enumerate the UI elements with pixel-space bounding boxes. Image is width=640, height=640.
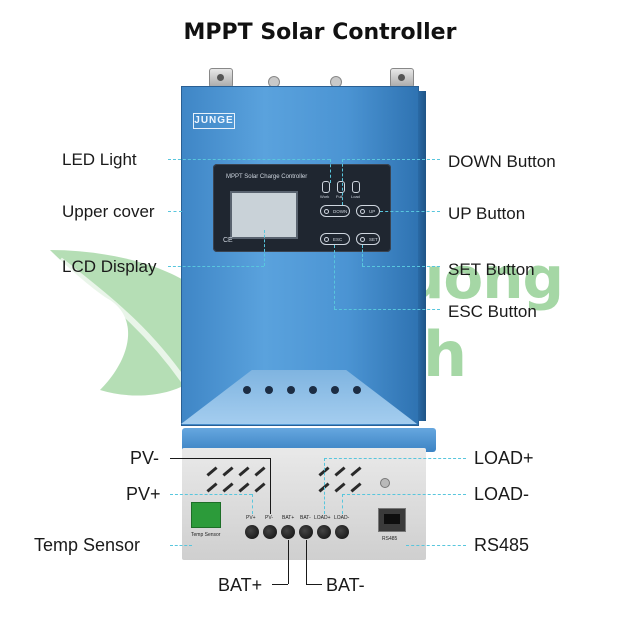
upper-cover xyxy=(181,86,426,426)
led-label: Full xyxy=(336,194,343,199)
panel-title: MPPT Solar Charge Controller xyxy=(226,174,308,180)
terminal-load-neg xyxy=(335,525,349,539)
callout-pv-pos: PV+ xyxy=(126,484,161,504)
terminal-label: BAT+ xyxy=(282,515,295,521)
terminal-label: LOAD- xyxy=(334,515,350,521)
set-button[interactable]: SET xyxy=(356,233,380,245)
leader-line xyxy=(334,245,335,309)
leader-line xyxy=(334,309,440,310)
callout-led-light: LED Light xyxy=(62,150,137,169)
leader-line xyxy=(170,494,252,495)
vent-hole xyxy=(265,386,273,394)
callout-rs485: RS485 xyxy=(474,535,530,555)
leader-line xyxy=(342,159,440,160)
mounting-tab-left xyxy=(209,68,233,88)
callout-bat-pos: BAT+ xyxy=(218,575,263,595)
leader-line xyxy=(306,540,307,584)
callout-load-pos: LOAD+ xyxy=(474,448,534,468)
leader-line xyxy=(306,584,322,585)
leader-line xyxy=(264,230,265,266)
led-full-icon xyxy=(337,181,345,193)
led-work-icon xyxy=(322,181,330,193)
vent-hole xyxy=(287,386,295,394)
leader-line xyxy=(168,266,264,267)
page-title: MPPT Solar Controller xyxy=(183,20,457,45)
callout-lcd-display: LCD Display xyxy=(62,257,157,276)
callout-up-button: UP Button xyxy=(448,204,526,223)
leader-line xyxy=(324,458,466,459)
terminal-label: PV+ xyxy=(246,515,256,521)
vent-hole xyxy=(331,386,339,394)
leader-line xyxy=(362,266,440,267)
vent-hole xyxy=(353,386,361,394)
leader-line xyxy=(270,458,271,514)
temp-sensor-connector xyxy=(191,502,221,528)
terminal-bat-pos xyxy=(281,525,295,539)
leader-line xyxy=(380,211,440,212)
led-label: Load xyxy=(351,194,360,199)
led-load-icon xyxy=(352,181,360,193)
leader-line xyxy=(342,494,466,495)
vent-hole xyxy=(309,386,317,394)
callout-upper-cover: Upper cover xyxy=(62,202,155,221)
callout-set-button: SET Button xyxy=(448,260,535,279)
terminal-label: BAT- xyxy=(300,515,311,521)
callout-esc-button: ESC Button xyxy=(448,302,537,321)
leader-line xyxy=(288,540,289,584)
leader-line xyxy=(342,494,343,514)
leader-line xyxy=(362,245,363,266)
mounting-tab-right xyxy=(390,68,414,88)
terminal-label: PV- xyxy=(265,515,274,521)
terminal-panel xyxy=(182,448,426,560)
brand-logo: JUNGE xyxy=(193,113,235,129)
temp-sensor-label: Temp Sensor xyxy=(191,532,221,538)
terminal-load-pos xyxy=(317,525,331,539)
callout-down-button: DOWN Button xyxy=(448,152,556,171)
down-button[interactable]: DOWN xyxy=(320,205,350,217)
up-button[interactable]: UP xyxy=(356,205,380,217)
terminal-bat-neg xyxy=(299,525,313,539)
leader-line xyxy=(252,494,253,514)
terminal-pv-neg xyxy=(263,525,277,539)
callout-pv-neg: PV- xyxy=(130,448,160,468)
esc-button[interactable]: ESC xyxy=(320,233,350,245)
led-label: Work xyxy=(320,194,330,199)
leader-line xyxy=(170,545,192,546)
callout-temp-sensor: Temp Sensor xyxy=(34,535,141,555)
rs485-port xyxy=(378,508,406,532)
leader-line xyxy=(272,584,288,585)
rs485-port-label: RS485 xyxy=(382,536,398,542)
leader-line xyxy=(330,159,331,183)
leader-line xyxy=(170,458,270,459)
leader-line xyxy=(168,159,330,160)
leader-line xyxy=(324,458,325,514)
terminal-label: LOAD+ xyxy=(314,515,331,521)
leaf-logo-icon xyxy=(40,240,240,415)
leader-line xyxy=(342,159,343,205)
leader-line xyxy=(168,211,182,212)
ce-mark: CE xyxy=(223,237,233,244)
terminal-pv-pos xyxy=(245,525,259,539)
vent-hole xyxy=(243,386,251,394)
ground-screw-icon xyxy=(380,478,390,488)
leader-line xyxy=(406,545,466,546)
callout-bat-neg: BAT- xyxy=(326,575,365,595)
callout-load-neg: LOAD- xyxy=(474,484,530,504)
